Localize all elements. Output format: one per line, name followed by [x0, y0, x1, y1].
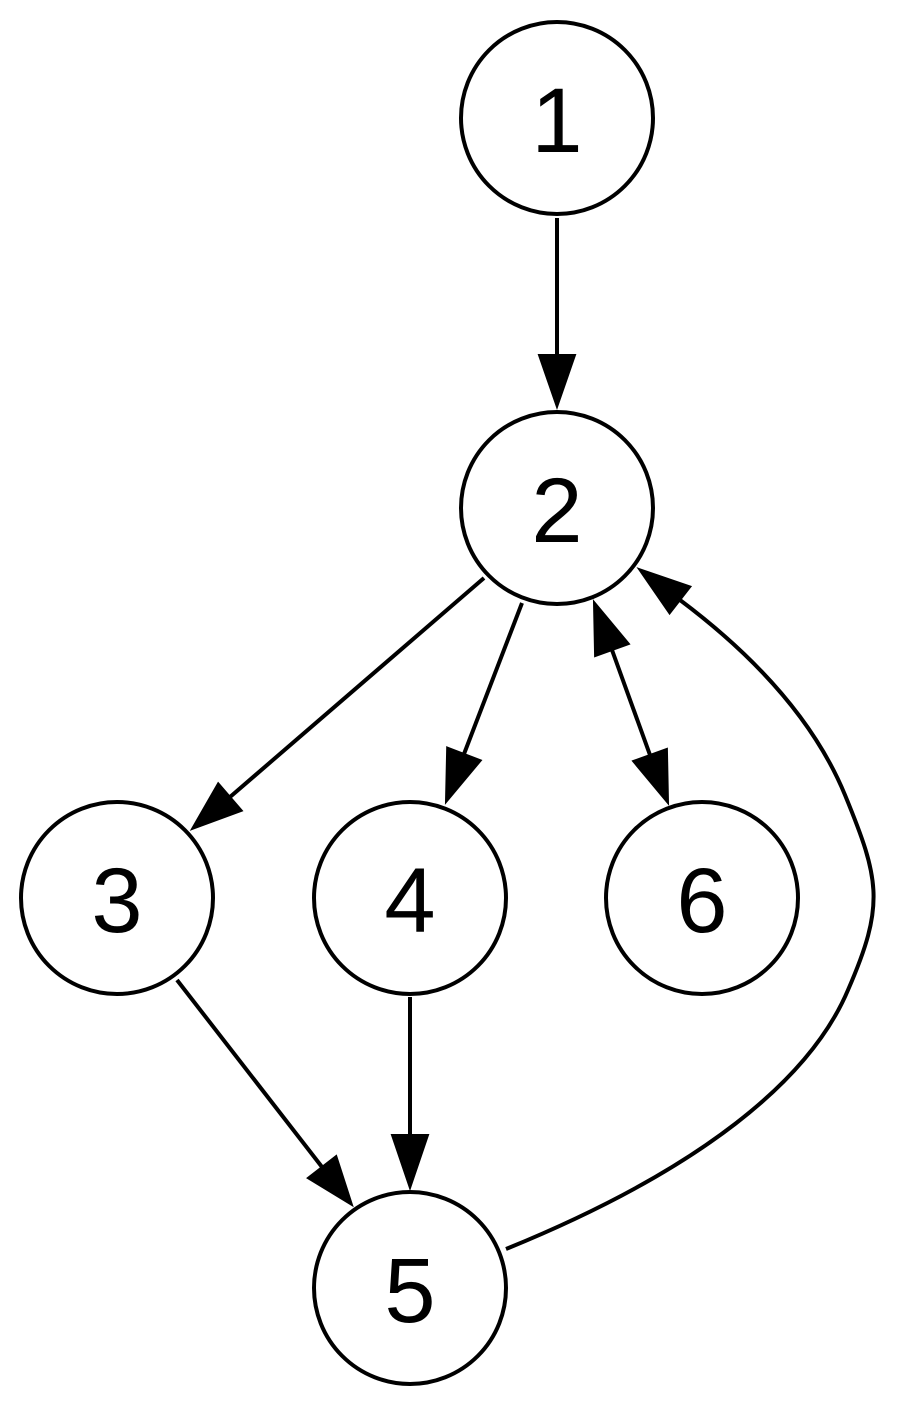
edge-2-to-4	[444, 602, 524, 805]
arrowhead-into-2-from-5	[636, 567, 693, 616]
edge-5-to-2	[505, 567, 876, 1251]
arrowhead-into-2	[537, 354, 577, 411]
node-2-label: 2	[531, 460, 582, 562]
node-1-label: 1	[531, 70, 582, 172]
node-3-label: 3	[91, 850, 142, 952]
edge-3-to-5	[175, 978, 354, 1208]
nodes: 1 2 3 4 6 5	[19, 20, 800, 1386]
arrowhead-into-4	[444, 746, 483, 805]
arrowhead-into-3	[189, 781, 244, 831]
node-3: 3	[19, 800, 215, 996]
edges	[175, 218, 876, 1251]
edge-4-to-5	[390, 997, 430, 1192]
edge-1-to-2	[537, 218, 577, 411]
node-4-label: 4	[384, 850, 435, 952]
arrowhead-into-2-from-6	[592, 599, 631, 658]
node-4: 4	[312, 800, 508, 996]
node-2: 2	[459, 410, 655, 606]
arrowhead-into-6	[631, 747, 670, 806]
node-6: 6	[604, 800, 800, 996]
edge-2-to-6-bidirectional	[592, 599, 670, 806]
node-6-label: 6	[676, 850, 727, 952]
node-1: 1	[459, 20, 655, 216]
arrowhead-into-5-from-4	[390, 1134, 430, 1192]
node-5: 5	[312, 1190, 508, 1386]
arrowhead-into-5-from-3	[306, 1154, 354, 1208]
node-5-label: 5	[384, 1240, 435, 1342]
edge-2-to-3	[189, 576, 486, 831]
